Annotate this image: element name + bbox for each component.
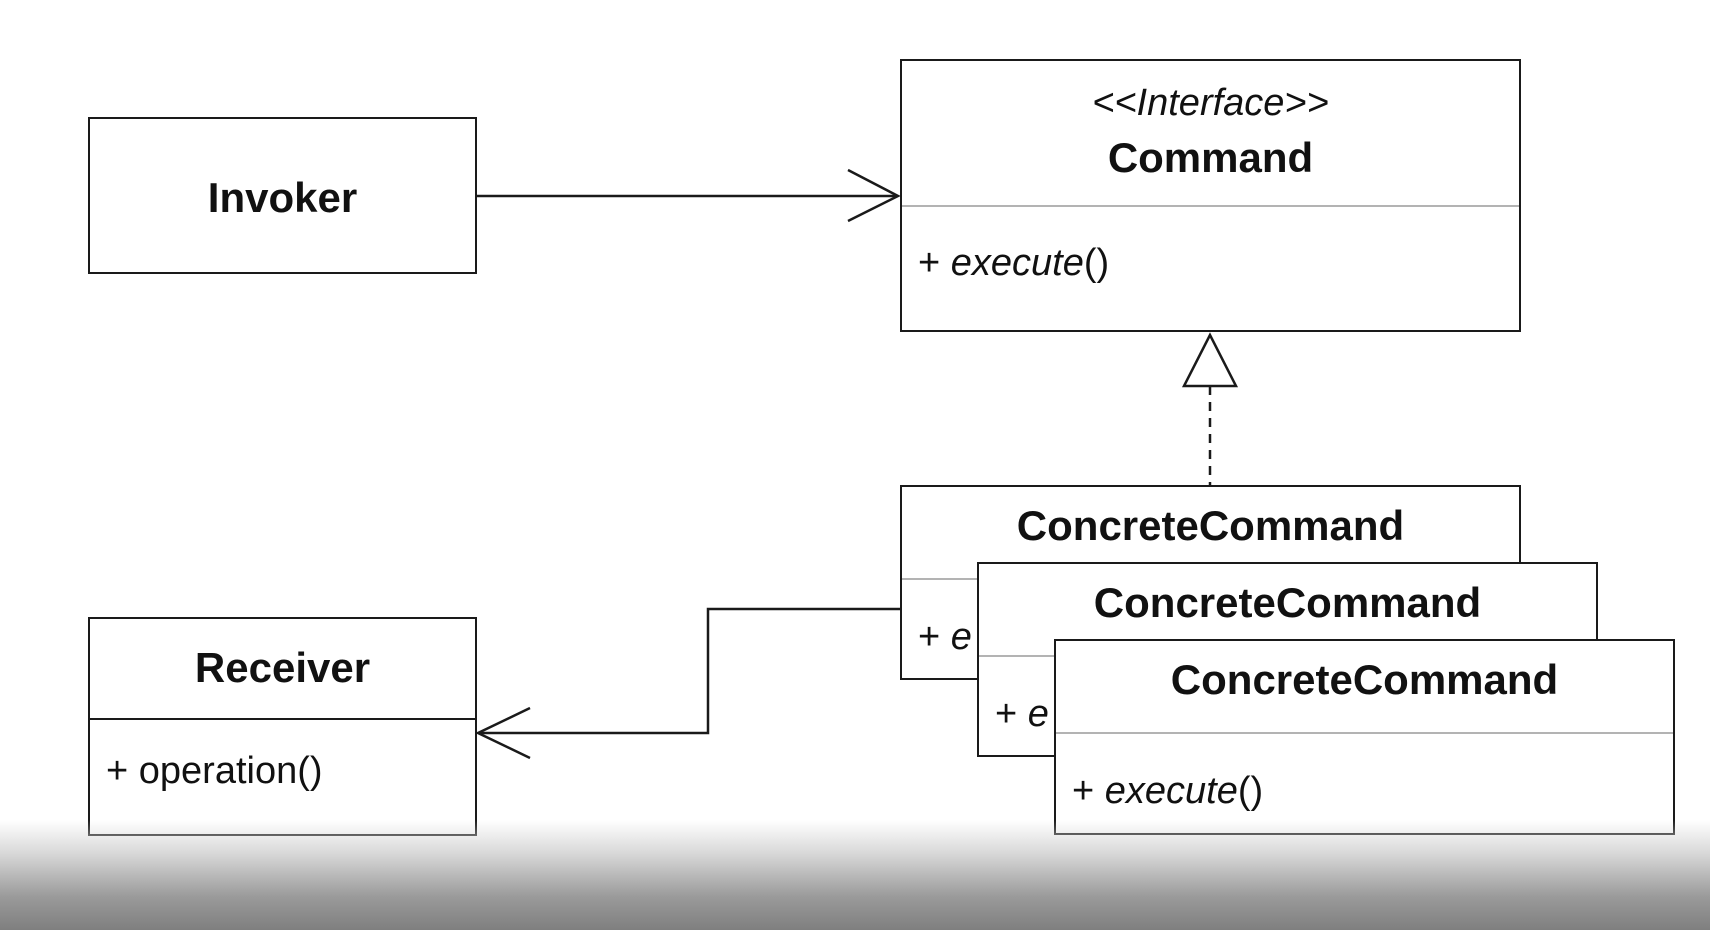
command-method-execute: + execute() xyxy=(918,241,1109,285)
method-parens: () xyxy=(1237,770,1264,812)
invoker-command-arrowhead xyxy=(847,168,901,223)
method-name-partial: e xyxy=(950,616,972,658)
concrete-command-divider xyxy=(1056,732,1673,734)
method-visibility: + xyxy=(995,693,1018,735)
method-name: execute xyxy=(1104,770,1238,812)
realization-hollow-triangle xyxy=(1181,332,1239,388)
invoker-class-name: Invoker xyxy=(207,174,358,221)
concrete-command-box-front: ConcreteCommand + execute() xyxy=(1054,639,1675,835)
command-interface-name: Command xyxy=(1107,134,1314,181)
invoker-class-box: Invoker xyxy=(88,117,477,274)
concrete-receiver-association-line xyxy=(478,607,902,735)
concrete-command-method-execute: + execute() xyxy=(1072,769,1263,813)
command-stereotype: <<Interface>> xyxy=(1092,82,1329,124)
concrete-command-method: + e xyxy=(918,615,972,659)
command-divider xyxy=(902,205,1519,207)
receiver-class-name: Receiver xyxy=(194,644,371,691)
concrete-command-name: ConcreteCommand xyxy=(1170,656,1559,703)
method-parens: () xyxy=(1083,242,1110,284)
concrete-command-name: ConcreteCommand xyxy=(1016,502,1405,549)
method-visibility: + xyxy=(106,750,129,792)
receiver-method-operation: + operation() xyxy=(106,749,323,793)
method-visibility: + xyxy=(1072,770,1095,812)
method-visibility: + xyxy=(918,616,941,658)
concrete-receiver-arrowhead xyxy=(475,706,531,760)
concrete-command-name: ConcreteCommand xyxy=(1093,579,1482,626)
method-parens: () xyxy=(297,750,323,792)
command-interface-box: <<Interface>> Command + execute() xyxy=(900,59,1521,332)
method-name: operation xyxy=(138,750,298,792)
receiver-class-box: Receiver + operation() xyxy=(88,617,477,836)
method-visibility: + xyxy=(918,242,941,284)
concrete-command-method: + e xyxy=(995,692,1049,736)
method-name-partial: e xyxy=(1027,693,1049,735)
method-name: execute xyxy=(950,242,1084,284)
receiver-divider xyxy=(90,718,475,720)
